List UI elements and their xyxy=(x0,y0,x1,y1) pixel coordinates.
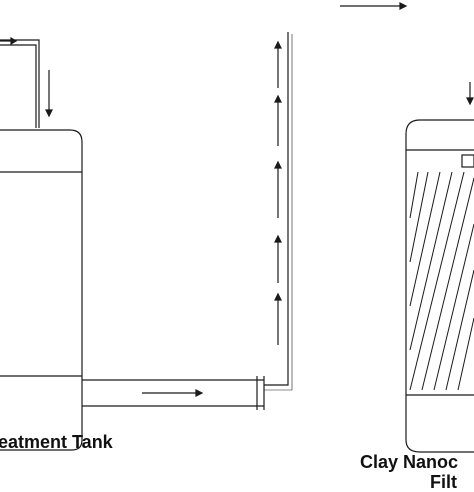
treatment-tank xyxy=(0,129,83,451)
flow-arrow-riser-5 xyxy=(274,40,282,88)
treatment-tank-label: eatment Tank xyxy=(0,432,113,452)
filter-media-hatch xyxy=(409,171,474,391)
flow-arrow-riser-2 xyxy=(274,234,282,283)
clay-filter-vessel xyxy=(405,119,474,453)
process-flow-diagram xyxy=(0,2,474,453)
inlet-pipe xyxy=(0,39,40,128)
outlet-pipe xyxy=(82,376,265,410)
flow-arrow-right-down xyxy=(466,82,474,106)
flow-arrow-riser-3 xyxy=(274,160,282,218)
flow-arrow-inlet-down xyxy=(45,70,53,118)
flow-arrow-riser-4 xyxy=(274,94,282,146)
flow-arrow-top xyxy=(340,2,408,10)
clay-filter-label-line1: Clay Nanoc xyxy=(360,452,459,472)
flow-arrow-outlet xyxy=(142,389,204,397)
flow-arrow-riser-1 xyxy=(274,292,282,345)
clay-filter-label-line2: Filt xyxy=(430,472,457,492)
riser-pipe xyxy=(264,32,293,391)
flow-arrow-inlet-top xyxy=(0,36,18,46)
filter-outlet-port xyxy=(461,154,474,168)
